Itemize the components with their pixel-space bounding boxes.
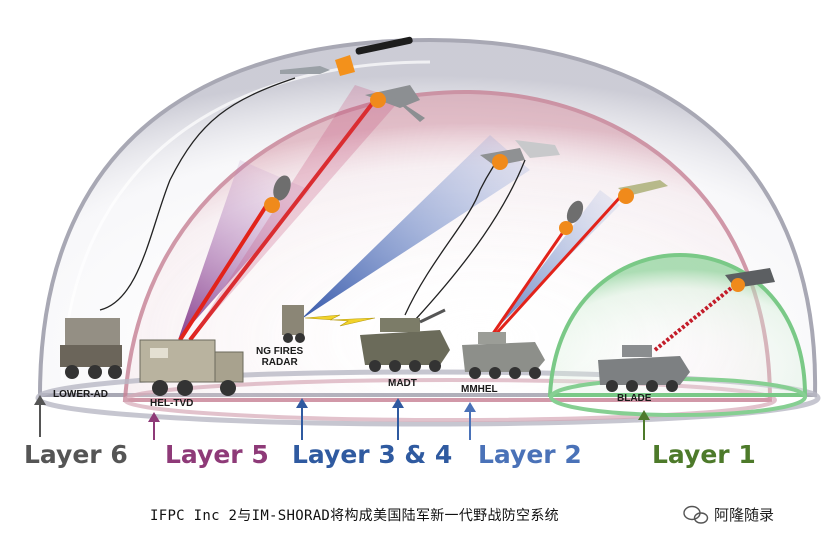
blade-laser <box>653 283 737 352</box>
mmhel-label: MMHEL <box>461 384 498 395</box>
laser-beam-1 <box>178 198 272 342</box>
ground-ring <box>35 369 821 427</box>
laser-glow-2 <box>190 85 400 340</box>
watermark-text: 阿隆随录 <box>714 505 775 524</box>
layer-1-label: Layer 1 <box>652 440 756 469</box>
blade-vehicle <box>598 345 690 392</box>
laser-beam-2 <box>188 98 377 342</box>
hel-tvd-label: HEL-TVD <box>150 398 194 409</box>
madt-wire-1 <box>404 159 498 316</box>
hel-tvd-truck <box>139 339 244 396</box>
ng-fires-radar-label-line1: NG FIRES <box>256 346 304 357</box>
mmhel-beam <box>490 190 620 335</box>
ng-fires-radar-label-line2: RADAR <box>261 357 298 368</box>
figure-caption: IFPC Inc 2与IM-SHORAD将构成美国陆军新一代野战防空系统 <box>150 508 559 524</box>
aircraft-cluster <box>480 140 560 170</box>
madt-wire-2 <box>414 159 526 321</box>
cruise-missile-right <box>618 180 668 204</box>
mmhel-laser-1 <box>490 224 570 336</box>
madt-label: MADT <box>388 378 417 389</box>
mmhel-laser-2 <box>493 193 624 337</box>
layer-arrows <box>34 395 650 440</box>
drone-right <box>725 268 775 292</box>
layer-6-label: Layer 6 <box>24 440 128 469</box>
watermark: 阿隆随录 <box>700 503 774 525</box>
madt-vehicle <box>360 308 450 372</box>
mortar-round <box>264 175 291 213</box>
lower-ad-label: LOWER-AD <box>53 389 108 400</box>
radar-link-bolt <box>304 314 376 327</box>
wechat-icon <box>683 505 709 524</box>
drone-upper <box>365 85 425 122</box>
lower-ad-launcher <box>60 318 122 379</box>
radar-beam <box>300 135 530 320</box>
ng-fires-radar-label: NG FIRES RADAR <box>256 346 303 368</box>
blade-label: BLADE <box>617 393 652 404</box>
layer-3-4-label: Layer 3 & 4 <box>292 440 453 469</box>
mmhel-vehicle <box>462 332 545 379</box>
layer-2-label: Layer 2 <box>478 440 582 469</box>
ng-fires-radar <box>282 305 305 343</box>
ground-ring-inner <box>123 378 777 422</box>
mortar-round-right <box>559 200 584 235</box>
cruise-missile-top <box>280 36 413 76</box>
lower-ad-wire <box>99 77 296 311</box>
layer-5-label: Layer 5 <box>165 440 269 469</box>
